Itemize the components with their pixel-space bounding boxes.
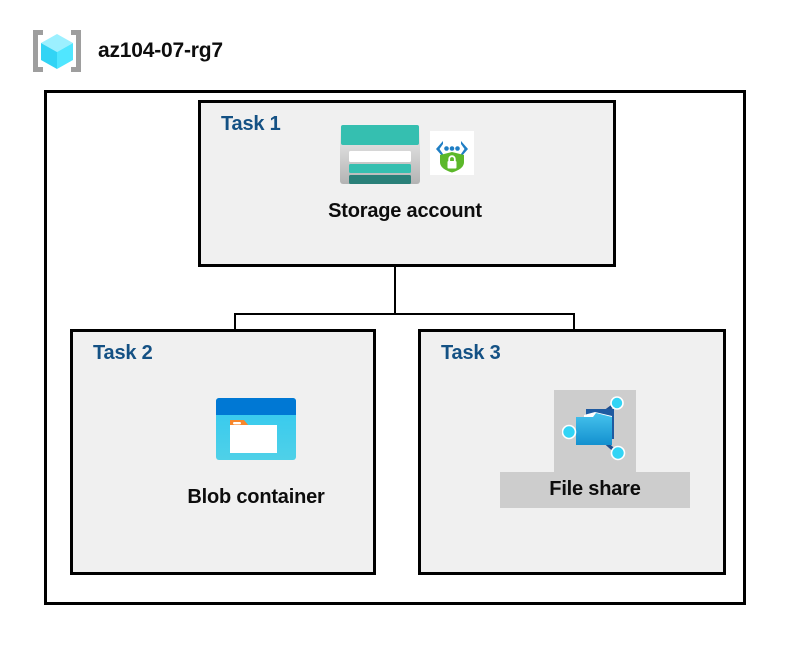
blob-container-icon <box>211 393 301 470</box>
connector-storage-trunk <box>394 237 396 315</box>
node-caption-blob-container: Blob container <box>187 486 325 508</box>
node-caption-file-share: File share <box>549 478 641 500</box>
node-file-share[interactable]: File share <box>500 390 690 508</box>
file-share-icon <box>561 395 628 468</box>
file-share-caption-backdrop: File share <box>500 472 690 508</box>
resource-group-header: az104-07-rg7 <box>30 27 223 75</box>
resource-group-title: az104-07-rg7 <box>98 39 223 62</box>
node-storage-account[interactable]: Storage account <box>285 118 525 223</box>
connector-horizontal-branch <box>234 313 575 315</box>
resource-group-cube-icon <box>30 27 84 75</box>
storage-account-icon <box>336 118 424 193</box>
task-label-task-3: Task 3 <box>441 342 501 364</box>
node-caption-storage-account: Storage account <box>328 200 482 222</box>
storage-account-icon-row <box>336 118 474 192</box>
node-blob-container[interactable]: Blob container <box>135 393 377 509</box>
file-share-icon-backdrop <box>554 390 636 472</box>
secure-endpoint-shield-icon <box>430 130 474 180</box>
task-label-task-2: Task 2 <box>93 342 153 364</box>
task-label-task-1: Task 1 <box>221 113 281 135</box>
